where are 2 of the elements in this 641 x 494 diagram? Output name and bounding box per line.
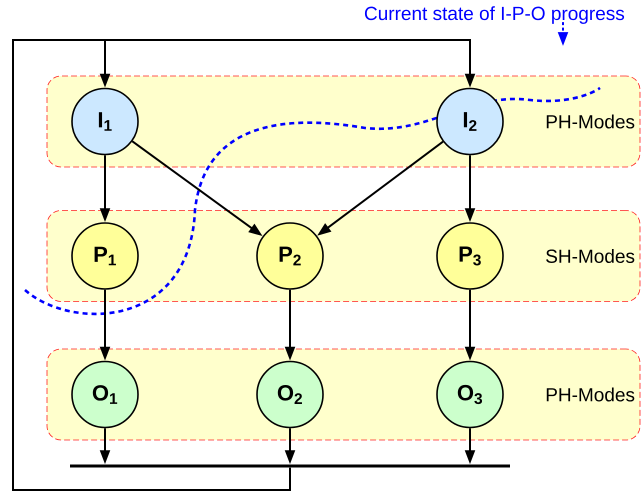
join-bar xyxy=(70,464,510,468)
progress-label: Current state of I-P-O progress xyxy=(364,6,624,24)
